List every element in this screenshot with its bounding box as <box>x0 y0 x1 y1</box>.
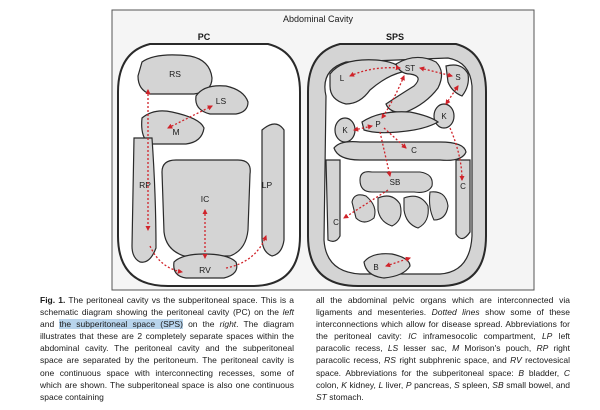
label-rs: RS <box>169 69 181 79</box>
kidney-left-shape <box>433 103 455 129</box>
caption-text: right paracolic recess, <box>316 343 570 366</box>
label-s: S <box>455 73 460 82</box>
label-st: ST <box>405 64 415 73</box>
abbr-s: S <box>454 379 460 390</box>
caption-text: small bowel, and <box>503 379 570 390</box>
caption-emphasis: left <box>282 307 294 318</box>
arrow-l-st <box>349 65 402 77</box>
label-l: L <box>340 74 345 83</box>
caption-text: Morison's pouch, <box>459 343 537 354</box>
right-connection-arrows <box>343 65 465 268</box>
caption-text: stomach. <box>326 391 364 402</box>
figure-caption: Fig. 1. The peritoneal cavity vs the sub… <box>40 294 570 403</box>
label-m: M <box>172 127 179 137</box>
caption-text: The peritoneal cavity vs the subperitone… <box>40 295 294 318</box>
left-paracolic-recess-shape <box>261 123 285 257</box>
label-lp: LP <box>262 180 273 190</box>
arrow-b-extra <box>385 256 411 268</box>
abbr-ic: IC <box>408 331 417 342</box>
caption-column-1: Fig. 1. The peritoneal cavity vs the sub… <box>40 294 294 403</box>
abbr-m: M <box>452 343 460 354</box>
small-bowel-loops <box>351 171 449 229</box>
abbr-rp: RP <box>536 343 549 354</box>
arrow-m-ls <box>167 105 213 129</box>
caption-text: left paracolic recess, <box>316 331 571 354</box>
label-ic: IC <box>201 194 210 204</box>
inframesocolic-compartment-shape <box>161 159 251 257</box>
label-c-descending: C <box>460 182 466 191</box>
label-c-transverse: C <box>411 146 417 155</box>
arrow-sb-c <box>343 189 389 219</box>
caption-text: rectovesical space. Abbreviations for th… <box>316 355 571 378</box>
label-sb: SB <box>390 178 401 187</box>
arrow-p-c <box>383 127 407 149</box>
label-k-left: K <box>441 112 447 121</box>
rectovesical-space-shape <box>173 253 238 279</box>
arrow-st-p <box>381 75 405 119</box>
abbr-rs: RS <box>384 355 396 366</box>
caption-text: bladder, <box>524 367 564 378</box>
caption-text: colon, <box>316 379 342 390</box>
abbr-c: C <box>563 367 570 378</box>
descending-colon-shape <box>455 159 471 240</box>
caption-highlight: the subperitoneal space (SPS) <box>59 319 183 330</box>
caption-text: show some of these interconnections whic… <box>316 307 570 342</box>
caption-text: liver, <box>383 379 406 390</box>
label-b: B <box>373 263 378 272</box>
caption-column-2: all the abdominal pelvic organs which ar… <box>316 294 570 403</box>
label-c-ascending: C <box>333 218 339 227</box>
abbr-p: P <box>405 379 412 390</box>
label-k-right: K <box>342 126 348 135</box>
abbr-k: K <box>341 379 347 390</box>
label-ls: LS <box>216 96 227 106</box>
caption-text: on the <box>182 319 220 330</box>
left-connection-arrows <box>145 88 267 274</box>
arrow-rp-rv <box>149 245 184 274</box>
transverse-colon-shape <box>333 141 467 161</box>
abbr-l: L <box>378 379 384 390</box>
arrow-k-c <box>449 127 465 182</box>
abbr-st: ST <box>316 391 327 402</box>
caption-text: inframesocolic compartment, <box>416 331 542 342</box>
caption-text: and <box>40 319 60 330</box>
abbr-rv: RV <box>510 355 522 366</box>
abbr-b: B <box>518 367 525 378</box>
ascending-colon-shape <box>325 159 341 242</box>
caption-text: spleen, <box>459 379 493 390</box>
figure-diagram: Abdominal Cavity PC RS LS M RP LP IC RV … <box>111 9 535 291</box>
caption-text: pancreas, <box>411 379 455 390</box>
label-p: P <box>375 120 380 129</box>
abbr-lp: LP <box>541 331 553 342</box>
arrow-rv-lp <box>225 235 267 269</box>
caption-text: right subphrenic space, and <box>395 355 511 366</box>
figure-label: Fig. 1. <box>40 295 66 305</box>
caption-text: . The diagram illustrates that these are… <box>40 319 295 402</box>
label-rp: RP <box>139 180 151 190</box>
caption-paragraph-2: all the abdominal pelvic organs which ar… <box>316 294 570 403</box>
abbr-ls: LS <box>387 343 399 354</box>
arrow-p-sb <box>379 131 392 178</box>
caption-paragraph-1: Fig. 1. The peritoneal cavity vs the sub… <box>40 294 294 403</box>
caption-emphasis: Dotted lines <box>431 307 480 318</box>
caption-text: kidney, <box>346 379 379 390</box>
abbr-sb: SB <box>492 379 504 390</box>
arrow-k-p <box>352 124 374 132</box>
caption-text: lesser sac, <box>398 343 453 354</box>
caption-emphasis: right <box>219 319 237 330</box>
figure-title: Abdominal Cavity <box>283 14 354 24</box>
left-panel-title: PC <box>198 32 211 42</box>
right-paracolic-recess-shape <box>131 137 157 263</box>
arrow-st-s <box>418 66 454 78</box>
right-subphrenic-space-shape <box>137 54 213 95</box>
caption-text: all the abdominal pelvic organs which ar… <box>316 295 570 318</box>
right-panel-title: SPS <box>386 32 404 42</box>
label-rv: RV <box>199 265 211 275</box>
